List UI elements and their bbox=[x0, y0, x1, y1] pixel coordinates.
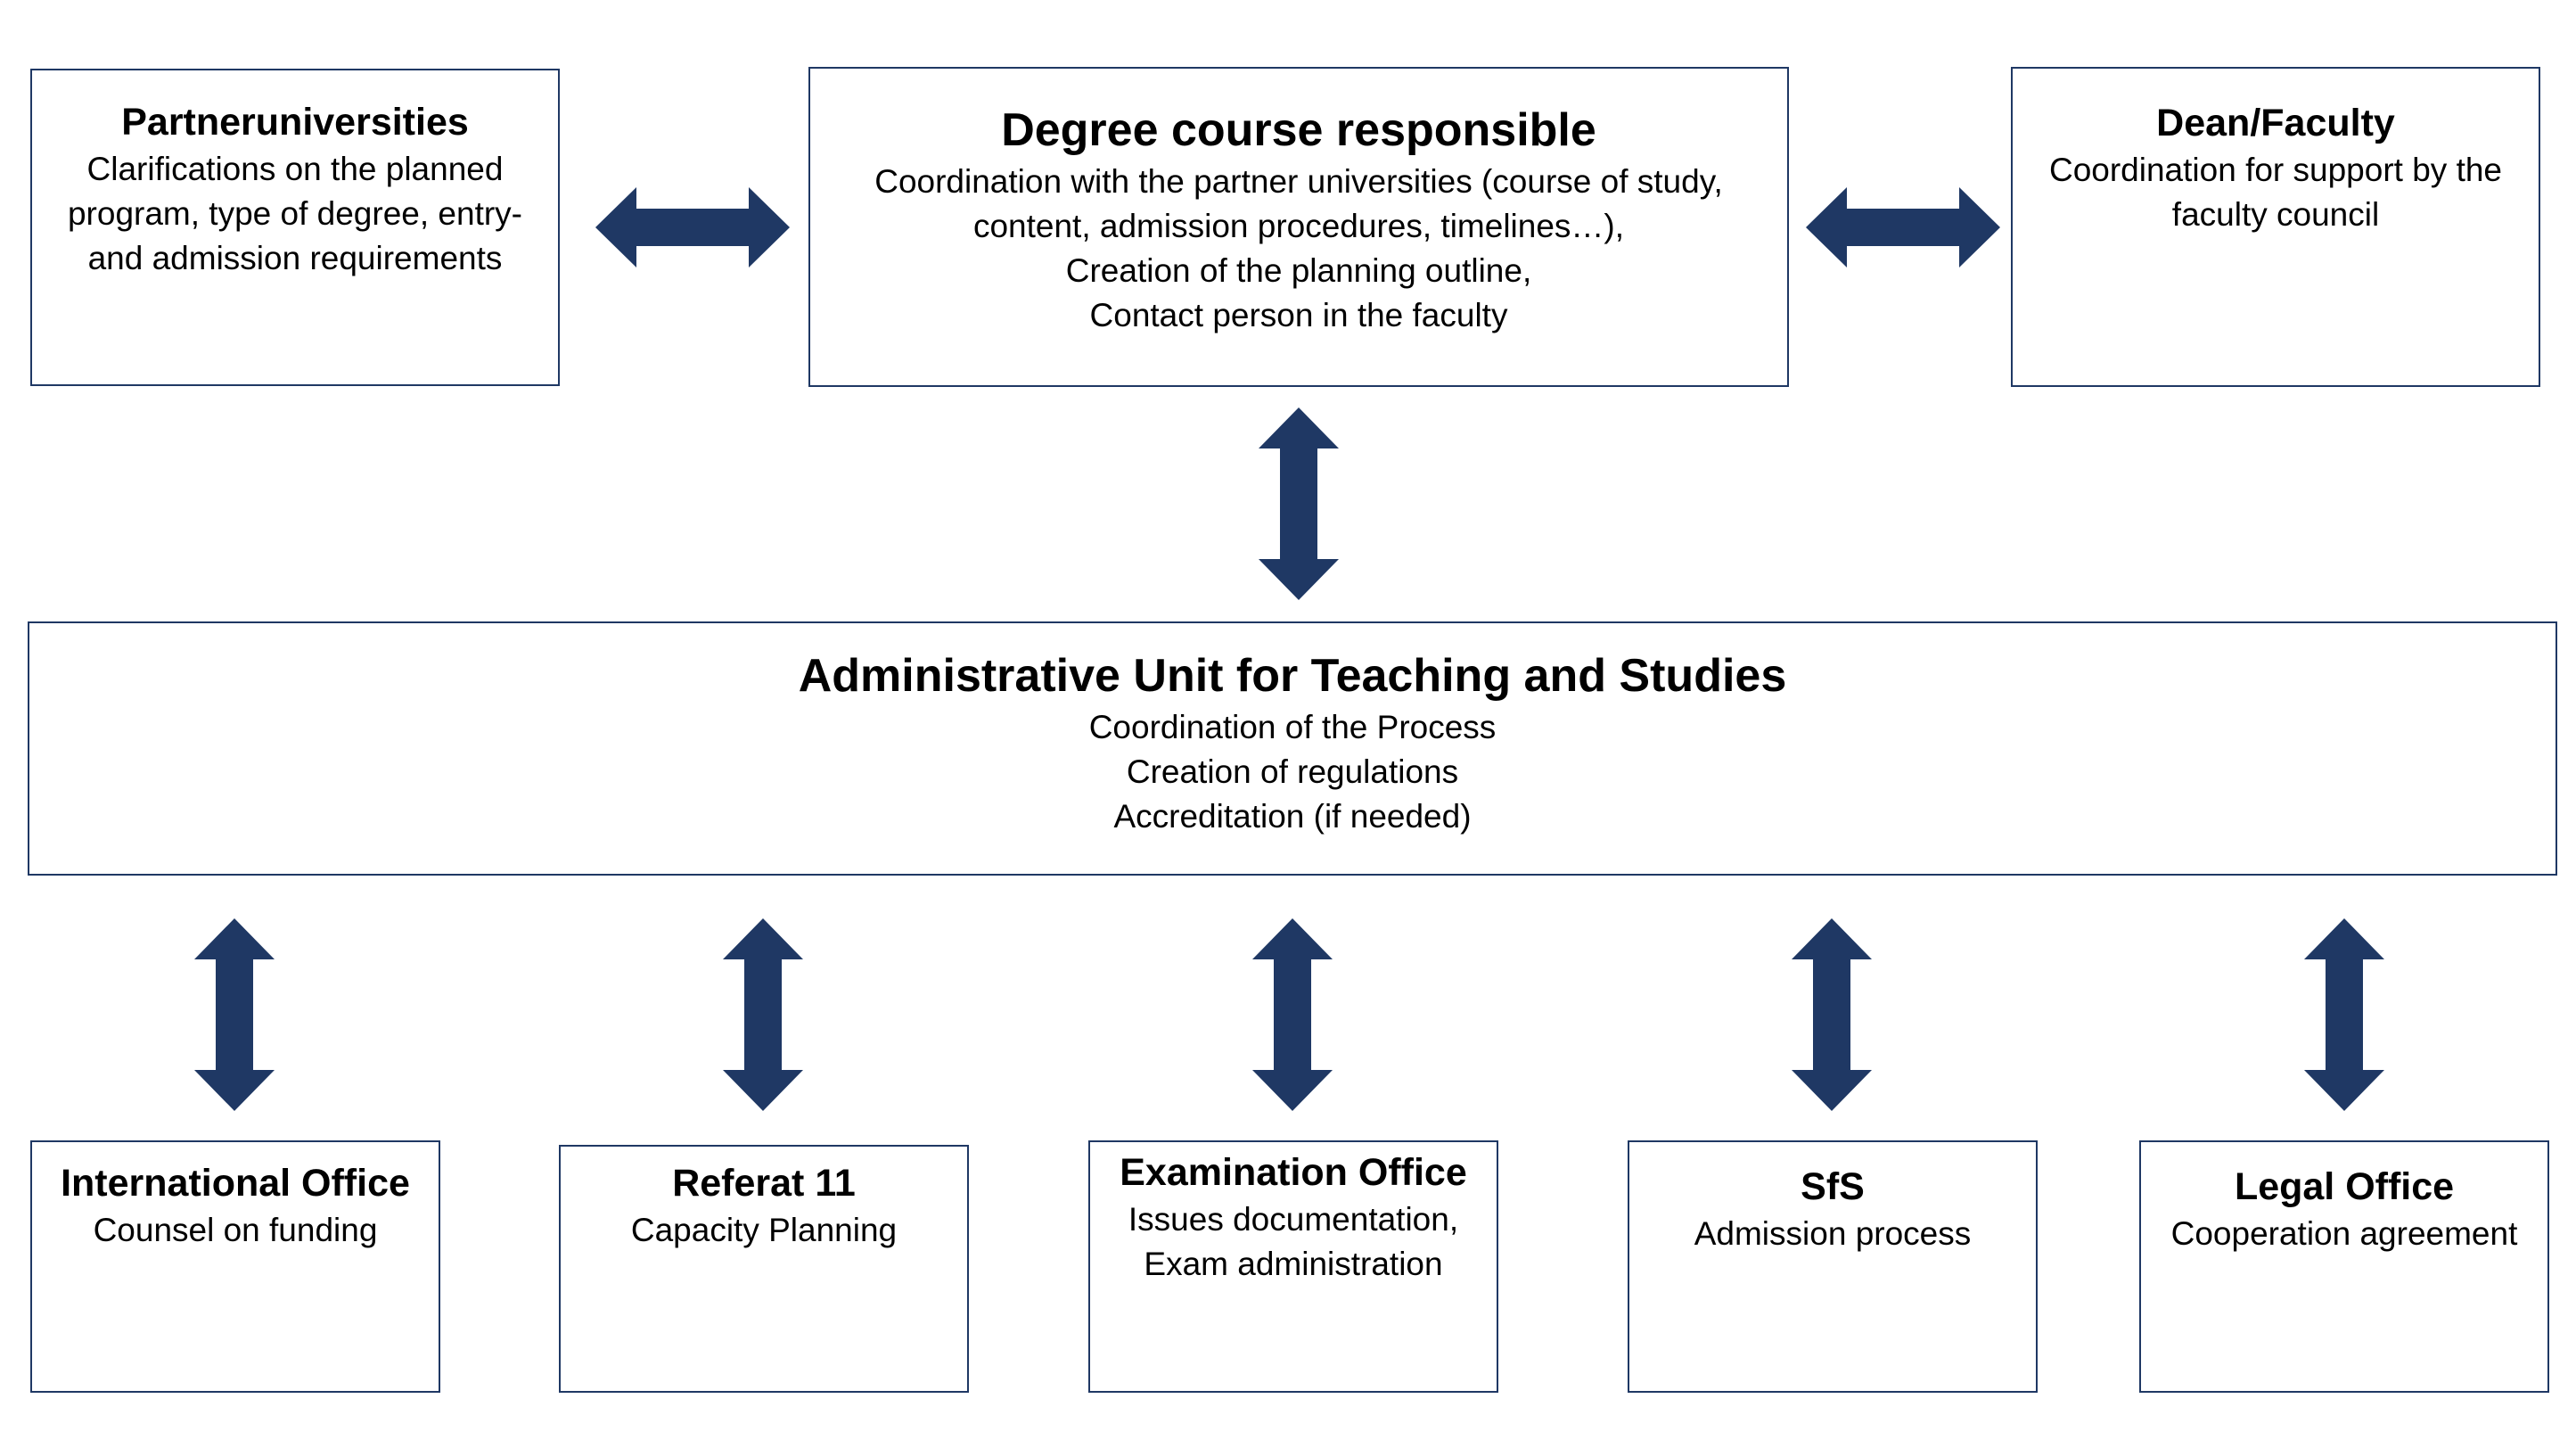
description-line: Clarifications on the planned bbox=[86, 151, 504, 187]
description-line: Admission process bbox=[1694, 1215, 1972, 1252]
description-line: Counsel on funding bbox=[93, 1212, 378, 1248]
description-line: Accreditation (if needed) bbox=[1113, 798, 1472, 835]
double-arrow-admin-examination bbox=[1252, 918, 1333, 1111]
description-line: content, admission procedures, timelines… bbox=[972, 208, 1625, 244]
sfs-title: SfS bbox=[1801, 1165, 1865, 1208]
partner-universities-title: Partneruniversities bbox=[121, 101, 469, 144]
partner-universities-description: Clarifications on the planned program, t… bbox=[32, 147, 558, 281]
double-arrow-admin-referat bbox=[723, 918, 803, 1111]
double-arrow-degree-admin bbox=[1259, 407, 1339, 600]
degree-course-responsible-box: Degree course responsible Coordination w… bbox=[808, 67, 1789, 387]
international-office-box: International Office Counsel on funding bbox=[30, 1140, 440, 1393]
description-line: Exam administration bbox=[1144, 1246, 1443, 1282]
degree-course-responsible-description: Coordination with the partner universiti… bbox=[810, 160, 1787, 338]
dean-faculty-description: Coordination for support by the faculty … bbox=[2013, 148, 2539, 237]
double-arrow-admin-sfs bbox=[1792, 918, 1872, 1111]
dean-faculty-title: Dean/Faculty bbox=[2156, 102, 2395, 144]
description-line: Creation of the planning outline, bbox=[1065, 252, 1532, 289]
description-line: Coordination with the partner universiti… bbox=[874, 163, 1723, 200]
description-line: program, type of degree, entry- bbox=[67, 195, 523, 232]
description-line: and admission requirements bbox=[87, 240, 503, 276]
description-line: Cooperation agreement bbox=[2170, 1215, 2518, 1252]
examination-office-title: Examination Office bbox=[1120, 1151, 1467, 1194]
description-line: Capacity Planning bbox=[630, 1212, 898, 1248]
double-arrow-degree-dean bbox=[1806, 187, 2000, 267]
double-arrow-admin-legal bbox=[2304, 918, 2384, 1111]
description-line: Issues documentation, bbox=[1128, 1201, 1459, 1238]
legal-office-title: Legal Office bbox=[2234, 1165, 2455, 1208]
double-arrow-partner-degree bbox=[595, 187, 790, 267]
referat-11-description: Capacity Planning bbox=[561, 1208, 967, 1253]
sfs-box: SfS Admission process bbox=[1628, 1140, 2038, 1393]
referat-11-title: Referat 11 bbox=[672, 1162, 856, 1205]
examination-office-description: Issues documentation, Exam administratio… bbox=[1090, 1197, 1497, 1287]
referat-11-box: Referat 11 Capacity Planning bbox=[559, 1145, 969, 1393]
partner-universities-box: Partneruniversities Clarifications on th… bbox=[30, 69, 560, 386]
international-office-description: Counsel on funding bbox=[32, 1208, 439, 1253]
examination-office-box: Examination Office Issues documentation,… bbox=[1088, 1140, 1498, 1393]
administrative-unit-title: Administrative Unit for Teaching and Stu… bbox=[798, 650, 1787, 702]
legal-office-description: Cooperation agreement bbox=[2141, 1212, 2547, 1256]
international-office-title: International Office bbox=[61, 1162, 410, 1205]
administrative-unit-description: Coordination of the Process Creation of … bbox=[29, 705, 2555, 839]
sfs-description: Admission process bbox=[1629, 1212, 2036, 1256]
description-line: faculty council bbox=[2171, 196, 2380, 233]
administrative-unit-box: Administrative Unit for Teaching and Stu… bbox=[28, 621, 2557, 876]
dean-faculty-box: Dean/Faculty Coordination for support by… bbox=[2011, 67, 2540, 387]
description-line: Coordination for support by the bbox=[2048, 152, 2503, 188]
degree-course-responsible-title: Degree course responsible bbox=[1001, 104, 1596, 156]
description-line: Creation of regulations bbox=[1126, 753, 1459, 790]
double-arrow-admin-international bbox=[194, 918, 275, 1111]
legal-office-box: Legal Office Cooperation agreement bbox=[2139, 1140, 2549, 1393]
description-line: Coordination of the Process bbox=[1088, 709, 1497, 745]
description-line: Contact person in the faculty bbox=[1089, 297, 1508, 333]
